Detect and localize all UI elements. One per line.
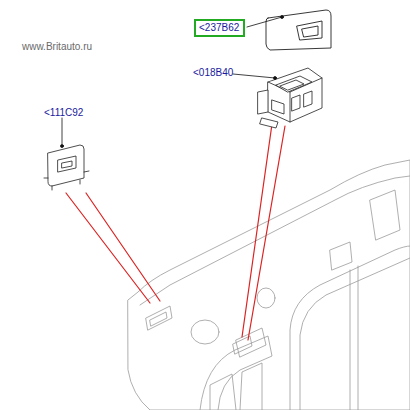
leader-lines xyxy=(66,124,285,340)
part-number: <111C92 xyxy=(44,107,83,119)
door-panel xyxy=(128,160,410,410)
part-number: <018B40 xyxy=(193,67,233,79)
watermark: www.Britauto.ru xyxy=(22,41,92,53)
callout-leaders xyxy=(61,16,284,148)
highlighted-part-number: <237B62 xyxy=(194,19,245,37)
part-number: <237B62 xyxy=(199,22,240,34)
single-window-switch xyxy=(44,145,89,190)
switch-bezel xyxy=(266,10,331,50)
